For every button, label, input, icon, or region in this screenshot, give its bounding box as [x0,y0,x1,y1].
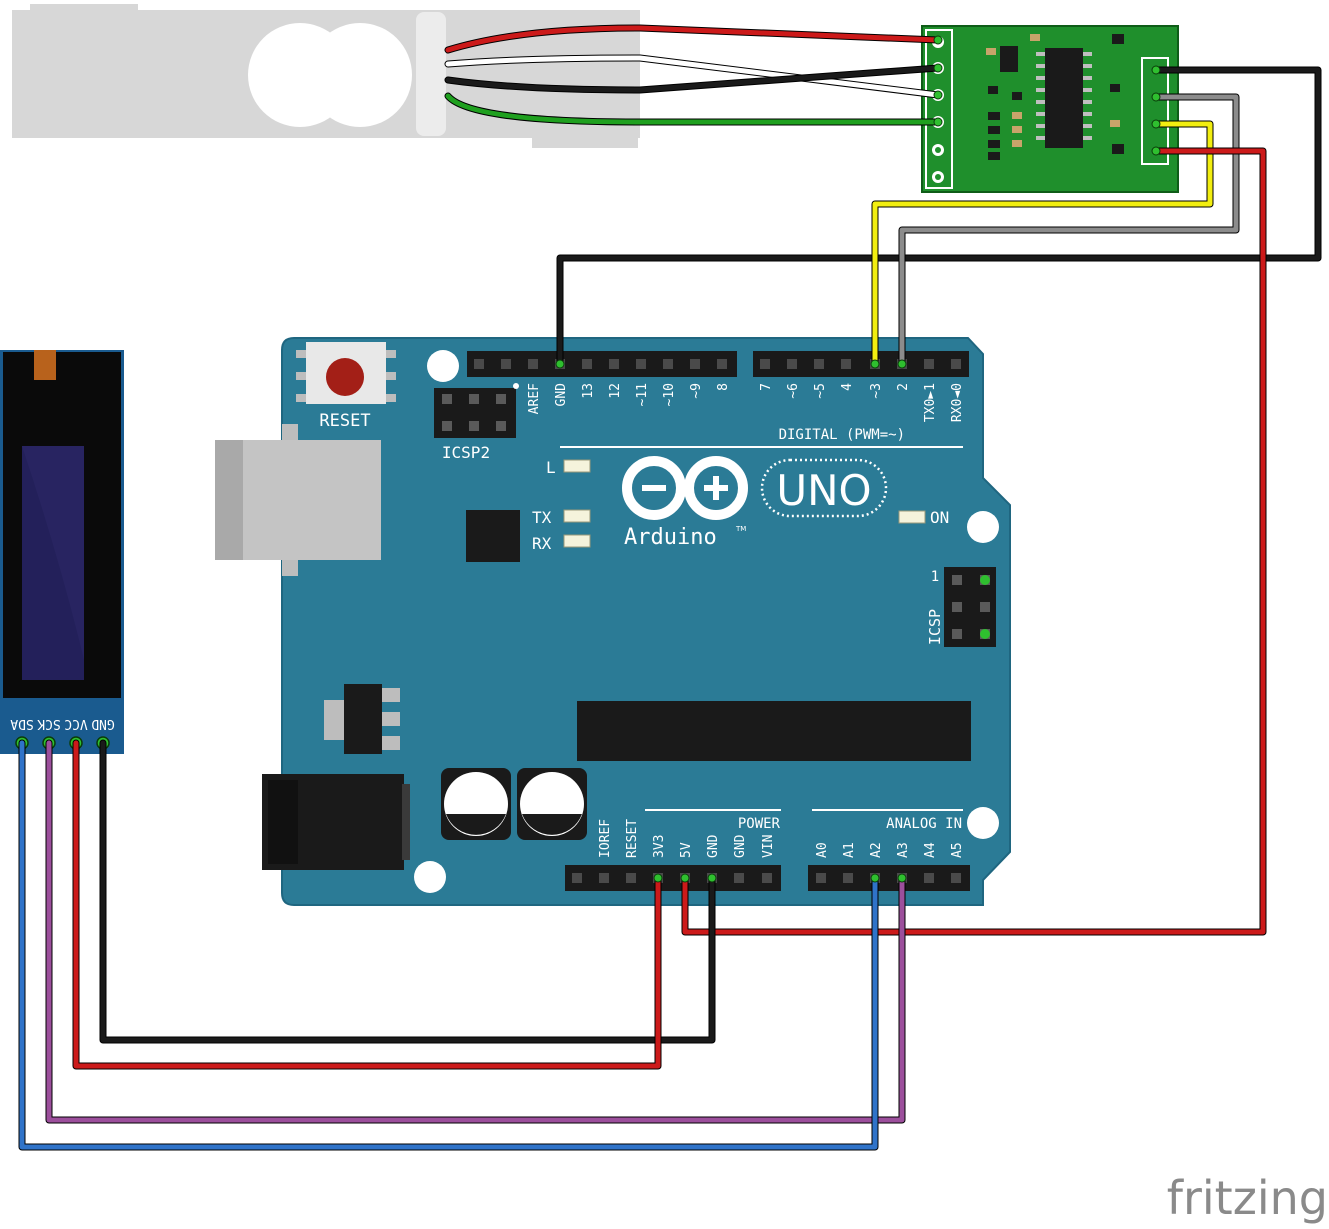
wire-hx711-gnd [556,66,1322,368]
wire-oled-gnd [99,739,716,1044]
fritzing-logo: fritzing [1167,1171,1328,1225]
pin-label-gnd: GND [706,834,721,858]
wire-loadcell-black [444,64,942,94]
header-pin-a1 [843,873,853,883]
pin-label-6: ~6 [786,383,801,399]
pin-label-a5: A5 [950,842,965,858]
arduino-uno-board: RESET ICSP2 L TX RX ON UNO Arduino [215,337,1011,906]
capacitor-2 [517,768,587,840]
pin-label-4: 4 [840,383,855,391]
connector-ends [555,35,1161,883]
oled-pin-label-sck: SCK [37,716,61,731]
header-pin-13 [582,359,592,369]
analog-section-label: ANALOG IN [886,816,962,832]
logo-tm-text: TM [735,525,746,533]
header-pin-10 [663,359,673,369]
led-l-label: L [546,458,556,477]
pin-label-10: ~10 [662,383,677,406]
header-pin-reset [626,873,636,883]
arduino-logo: UNO Arduino TM [622,456,888,550]
hx711-module [921,25,1179,193]
header-pin-4 [841,359,851,369]
pin-label-aref: AREF [527,383,542,414]
pin-label-a1: A1 [842,842,857,858]
wire-loadcell-white [444,54,942,99]
pin-label-9: ~9 [689,383,704,399]
header-pin-a5 [951,873,961,883]
pin-label-gnd: GND [554,383,569,407]
pin-label-gnd: GND [733,834,748,858]
logo-model-text: UNO [776,466,871,515]
header-pin-aref [528,359,538,369]
wire-hx711-vcc [681,147,1267,936]
header-pin-11 [636,359,646,369]
pin-label-tx0-1: TX0►1 [923,383,938,422]
header-pin-gnd [734,873,744,883]
pin-label-2: 2 [896,383,911,391]
analog-pin-labels: A0 A1 A2 A3 A4 A5 [815,842,965,858]
icsp-label: ICSP [926,609,944,645]
header-pin-6 [787,359,797,369]
header-pin-a4 [924,873,934,883]
oled-pin-label-sda: SDA [10,716,34,731]
header-pin-5 [814,359,824,369]
oled-pin-label-vcc: VCC [64,716,87,731]
pin-label-3v3: 3V3 [652,835,667,858]
pin-label-a4: A4 [923,842,938,858]
pin-label-13: 13 [581,383,596,399]
pin-label-11: ~11 [635,383,650,406]
header-pin-8 [717,359,727,369]
icsp-pin1-label: 1 [931,569,939,585]
header-pin-9 [690,359,700,369]
pin-label-12: 12 [608,383,623,399]
header-pin-rx0-0 [951,359,961,369]
header-pin-vin [762,873,772,883]
pin-label-ioref: IOREF [598,819,613,858]
wire-oled-vcc [72,739,662,1070]
wire-oled-sda [18,739,879,1151]
pin-label-reset: RESET [625,819,640,858]
header-pin-7 [760,359,770,369]
pin-label-5v: 5V [679,842,694,858]
pin-label-a0: A0 [815,842,830,858]
pin-label-a3: A3 [896,842,911,858]
power-section-label: POWER [738,816,781,832]
wire-loadcell-red [444,24,942,54]
header-pin-unlabeled-1 [474,359,484,369]
header-pin-ioref [599,873,609,883]
header-pin-a0 [816,873,826,883]
reset-label: RESET [319,411,370,431]
pin-label-vin: VIN [761,835,776,858]
icsp2-label: ICSP2 [442,443,490,462]
header-pin-unlabeled-2 [501,359,511,369]
digital-pin-labels: AREF GND 13 12 ~11 ~10 ~9 8 7 ~6 ~5 4 ~3 2 TX0►1 RX0◄0 [527,383,965,422]
load-cell [12,4,640,148]
pin-label-3: ~3 [869,383,884,399]
oled-display-module: GND VCC SCK SDA [0,350,124,754]
oled-pin-label-gnd: GND [91,716,115,731]
led-tx-label: TX [532,508,552,527]
pin-label-7: 7 [759,383,774,391]
pin-label-8: 8 [716,383,731,391]
header-pin-unlabeled-power [572,873,582,883]
pin-label-a2: A2 [869,842,884,858]
led-rx-label: RX [532,534,552,553]
header-pin-tx0-1 [924,359,934,369]
capacitor-1 [441,768,511,840]
header-pin-12 [609,359,619,369]
wire-oled-sck [45,739,906,1124]
power-pin-labels: IOREF RESET 3V3 5V GND GND VIN [598,819,776,858]
logo-brand-text: Arduino [624,525,717,550]
wire-hx711-sck [871,120,1214,368]
digital-section-label: DIGITAL (PWM=~) [779,427,905,443]
pin-label-rx0-0: RX0◄0 [950,383,965,422]
wire-loadcell-green [444,92,942,126]
led-on-label: ON [930,508,949,527]
pin-label-5: ~5 [813,383,828,399]
wires [18,24,1322,1151]
wire-hx711-dt [898,93,1240,368]
